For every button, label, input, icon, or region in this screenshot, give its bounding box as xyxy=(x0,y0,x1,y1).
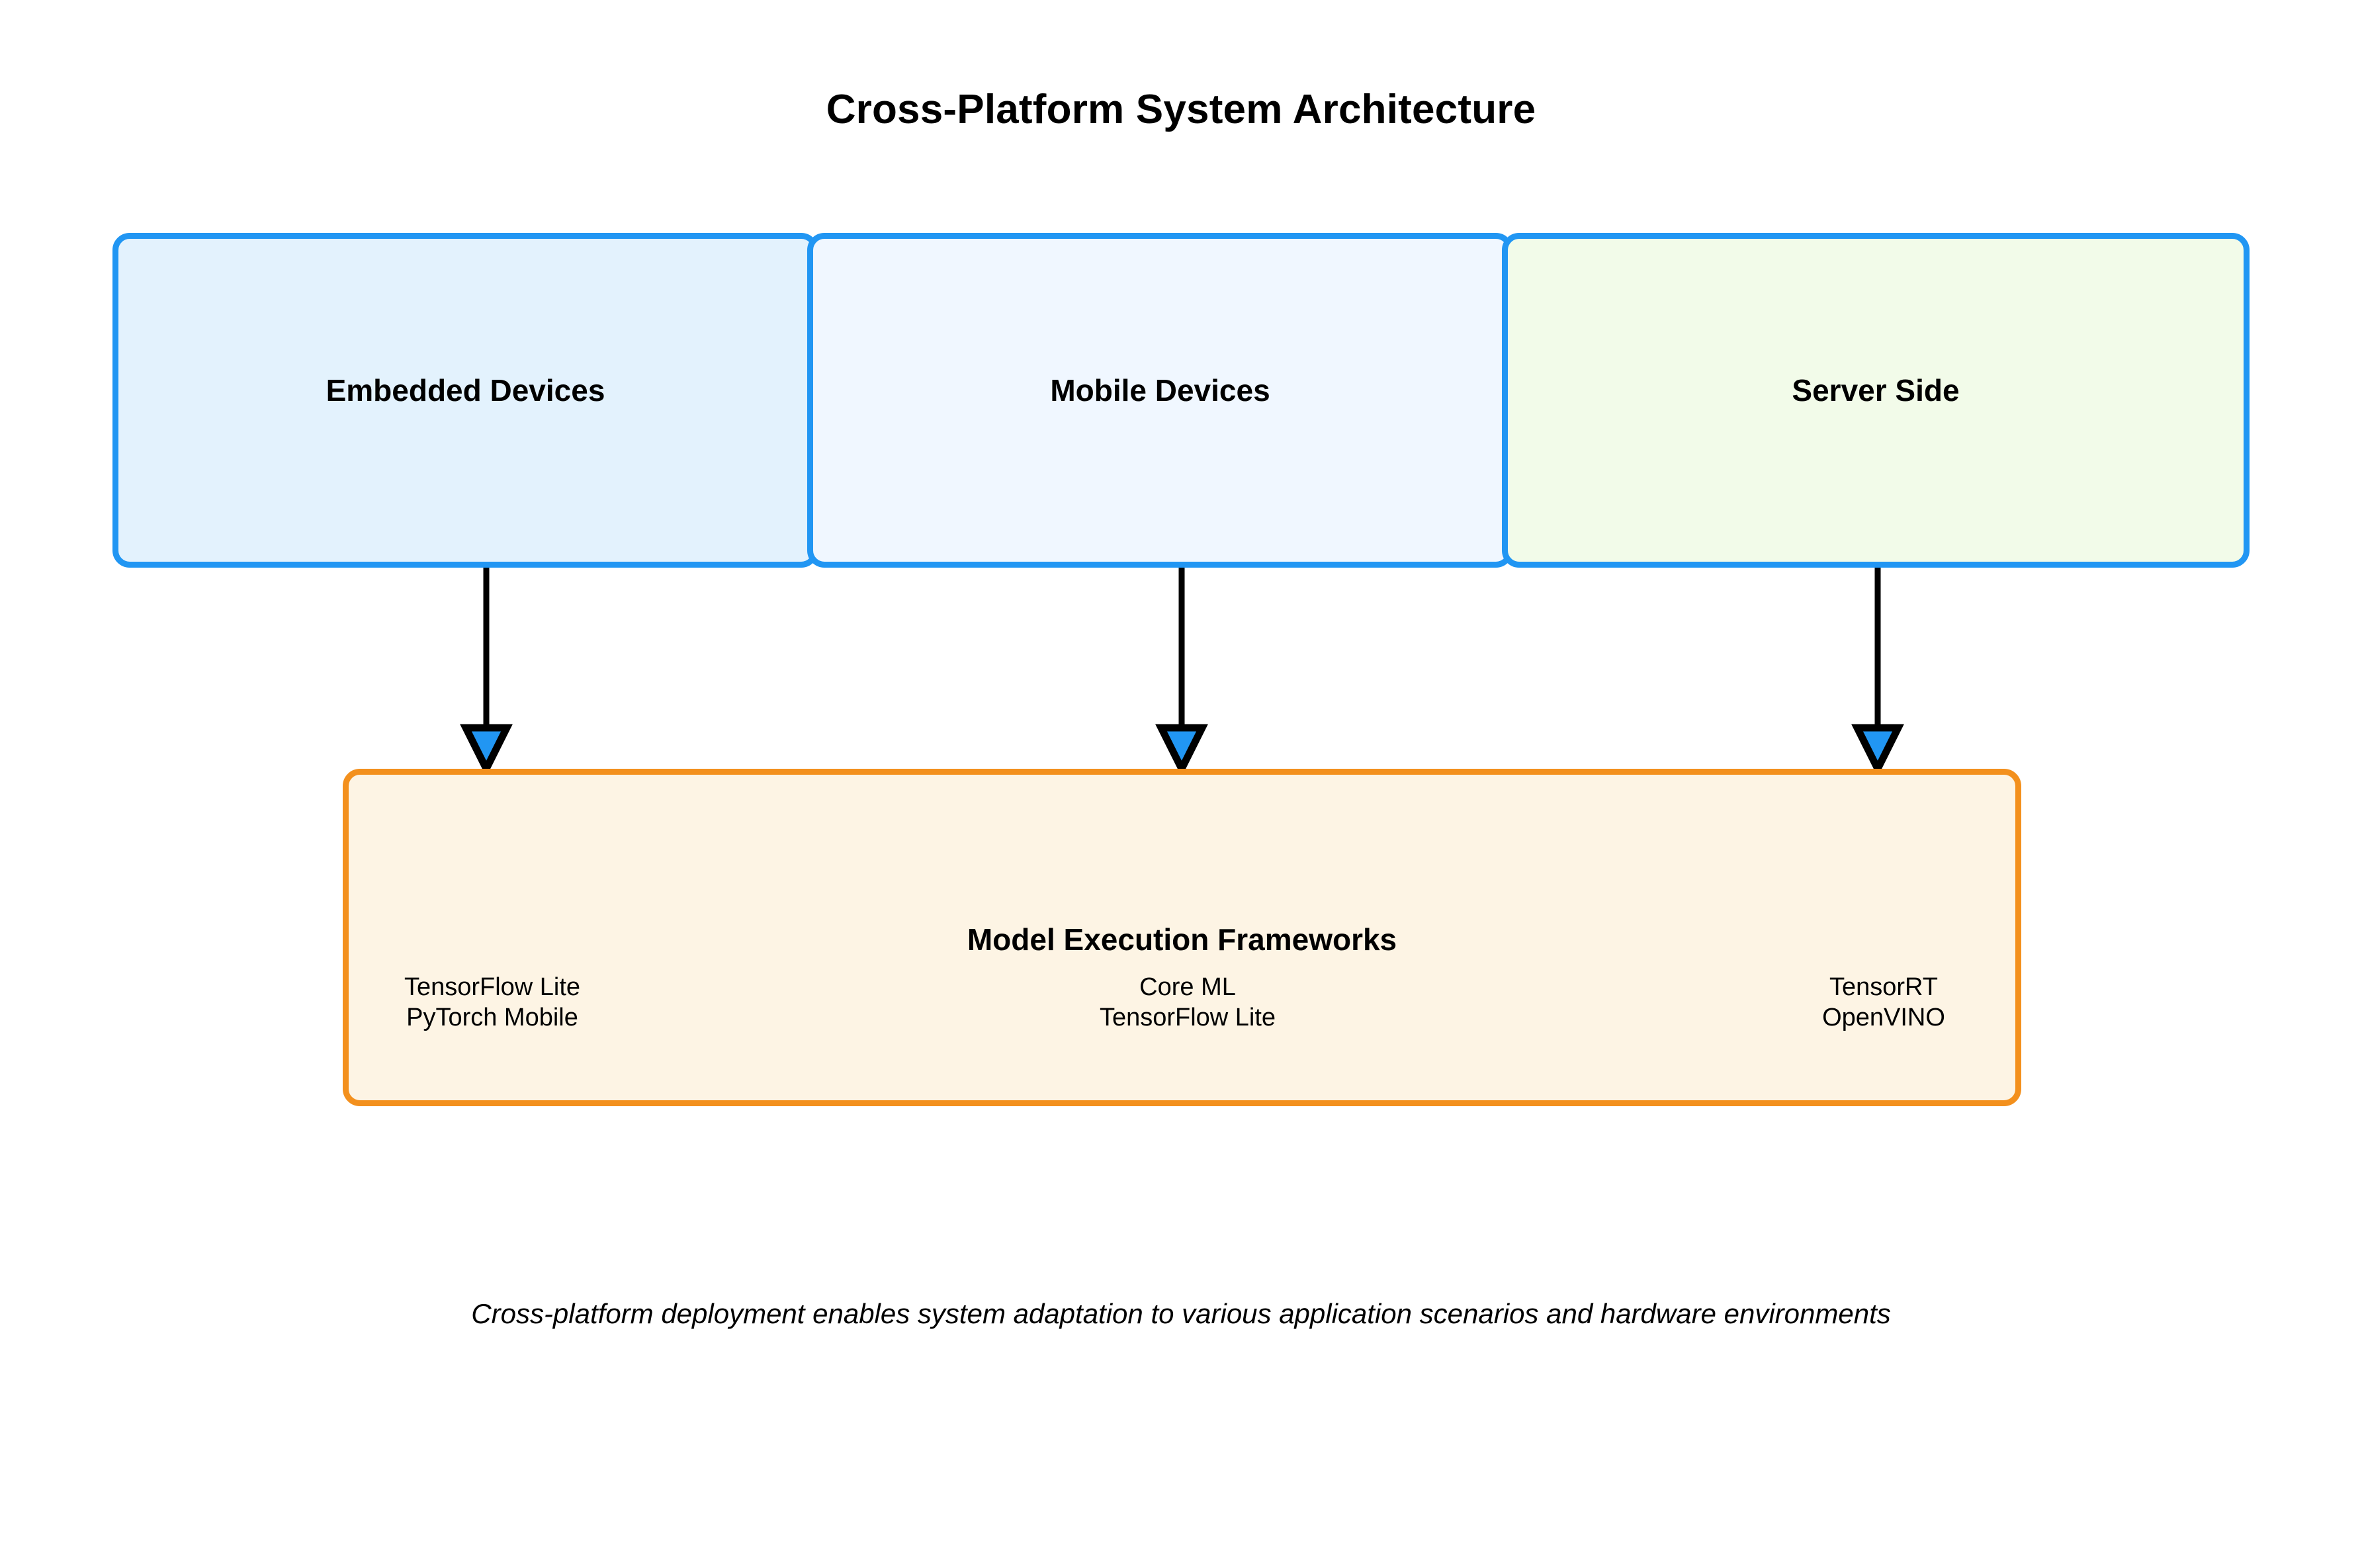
framework-item: OpenVINO xyxy=(1822,1004,1945,1031)
platform-label: Embedded Devices xyxy=(326,373,605,408)
arrowhead-icon xyxy=(460,724,513,777)
framework-item: Core ML xyxy=(1139,973,1236,1001)
platform-label: Server Side xyxy=(1792,373,1960,408)
platform-box-embedded-devices: Embedded Devices xyxy=(112,233,818,568)
platform-box-mobile-devices: Mobile Devices xyxy=(807,233,1513,568)
framework-item: PyTorch Mobile xyxy=(406,1004,578,1031)
framework-item: TensorFlow Lite xyxy=(1099,1004,1276,1031)
arrowhead-icon xyxy=(1155,724,1208,777)
frameworks-box: Model Execution Frameworks TensorFlow Li… xyxy=(343,769,2021,1106)
frameworks-title: Model Execution Frameworks xyxy=(967,922,1397,957)
framework-item: TensorRT xyxy=(1829,973,1939,1001)
framework-item: TensorFlow Lite xyxy=(404,973,581,1001)
framework-column-server: TensorRT OpenVINO xyxy=(1672,972,2095,1033)
diagram-caption: Cross-platform deployment enables system… xyxy=(471,1298,1891,1329)
platform-layer: Embedded Devices Mobile Devices Server S… xyxy=(112,233,2250,568)
platform-label: Mobile Devices xyxy=(1050,373,1270,408)
platform-box-server-side: Server Side xyxy=(1502,233,2250,568)
framework-column-mobile: Core ML TensorFlow Lite xyxy=(976,972,1399,1033)
arrowhead-icon xyxy=(1851,724,1904,777)
page-title: Cross-Platform System Architecture xyxy=(826,87,1536,132)
framework-column-embedded: TensorFlow Lite PyTorch Mobile xyxy=(281,972,704,1033)
